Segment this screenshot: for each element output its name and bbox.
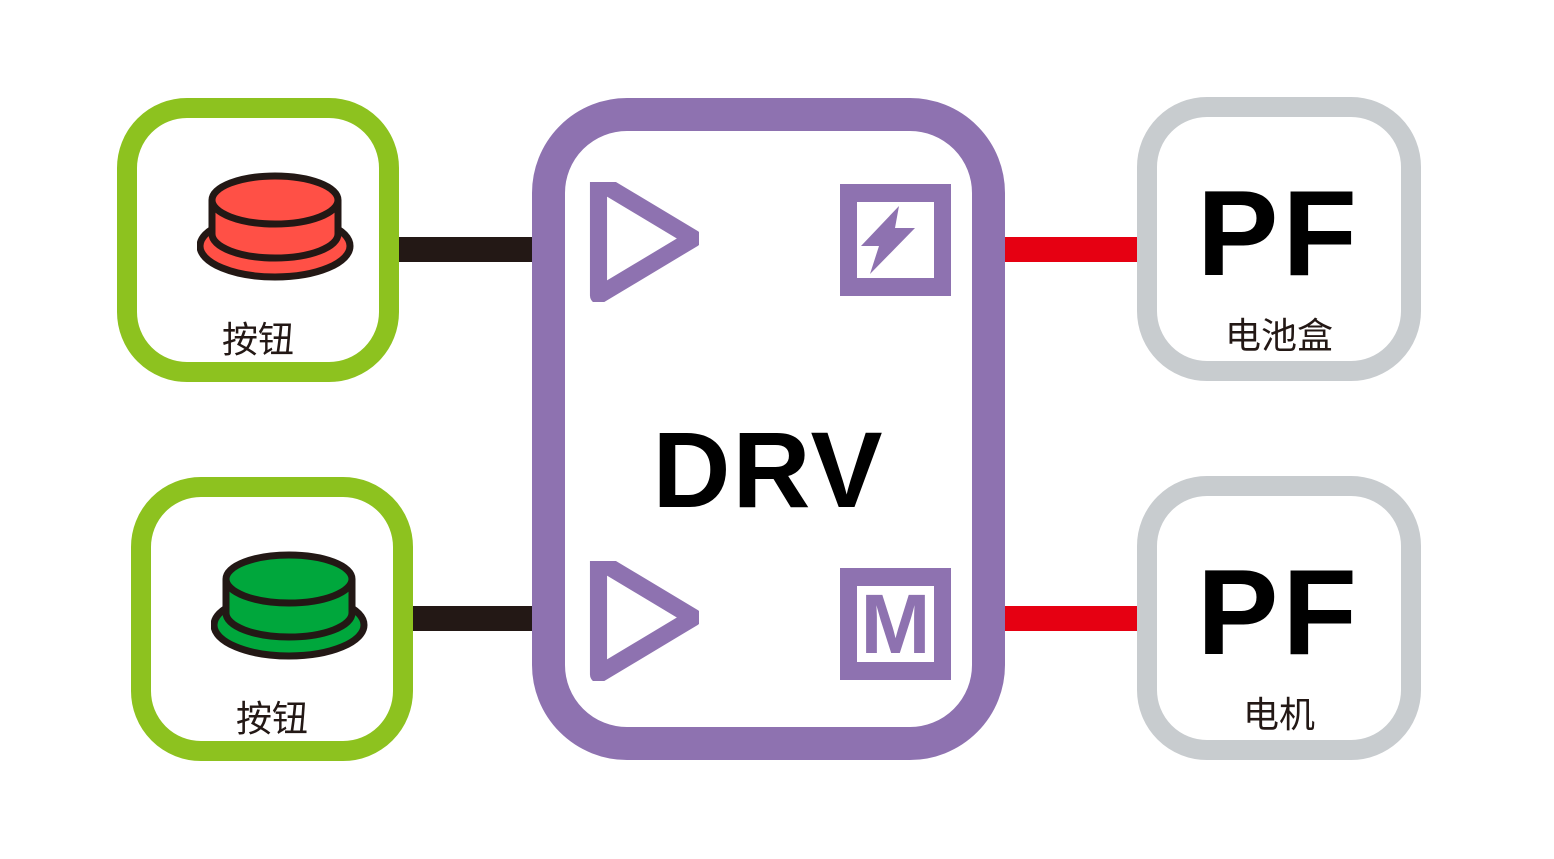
battery-box-label: 电池盒 — [1224, 316, 1333, 357]
motor-label: 电机 — [1242, 695, 1315, 736]
input-port-icon — [589, 561, 699, 681]
input-port-icon — [589, 182, 699, 302]
driver-block[interactable]: M DRV — [532, 98, 1005, 760]
brand-label: PF — [1197, 165, 1361, 301]
driver-label: DRV — [652, 409, 885, 530]
motor-output-icon: M — [840, 568, 951, 680]
button-label: 按钮 — [235, 699, 308, 740]
wire-drv-battery — [1002, 237, 1139, 262]
red-button-icon — [197, 172, 354, 281]
power-output-icon — [840, 184, 951, 296]
brand-label: PF — [1197, 544, 1361, 680]
wire-button2-drv — [413, 606, 534, 631]
button-label: 按钮 — [221, 320, 294, 361]
motor-block[interactable]: PF 电机 — [1137, 476, 1421, 760]
wire-drv-motor — [1002, 606, 1139, 631]
wire-button1-drv — [398, 237, 534, 262]
button-block-green[interactable]: 按钮 — [131, 477, 413, 761]
button-block-red[interactable]: 按钮 — [117, 98, 399, 382]
battery-box-block[interactable]: PF 电池盒 — [1137, 97, 1421, 381]
green-button-icon — [211, 551, 368, 660]
